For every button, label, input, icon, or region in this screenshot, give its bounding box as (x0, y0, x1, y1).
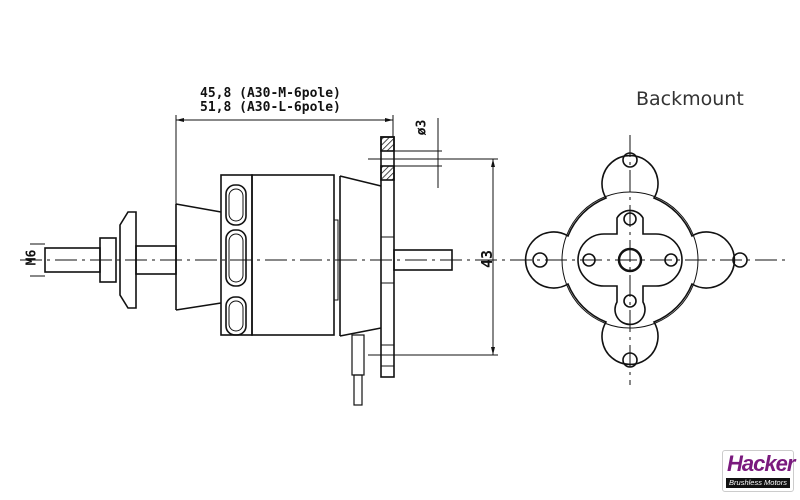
rear-shaft (393, 249, 453, 271)
backmount-outline (524, 154, 736, 366)
prop-washer (119, 211, 137, 309)
bell-body (251, 174, 335, 336)
nut (99, 237, 117, 283)
mount-diameter-label: 43 (478, 249, 497, 269)
length-label-m: 45,8 (A30-M-6pole) (200, 86, 341, 101)
motor-wires (351, 334, 365, 376)
backmount-title: Backmount (636, 88, 744, 110)
cross-cutout (577, 209, 683, 326)
shaft-thread-label: M6 (24, 249, 40, 266)
backmount-view (524, 135, 748, 385)
logo-brand: Hacker (727, 451, 795, 476)
hole-diameter-label: ø3 (414, 119, 430, 136)
length-label-l: 51,8 (A30-L-6pole) (200, 100, 341, 115)
logo-tagline: Brushless Motors (726, 478, 790, 488)
stator-cone (339, 175, 382, 337)
hacker-logo: Hacker Brushless Motors (722, 450, 795, 492)
front-cone (175, 203, 222, 311)
